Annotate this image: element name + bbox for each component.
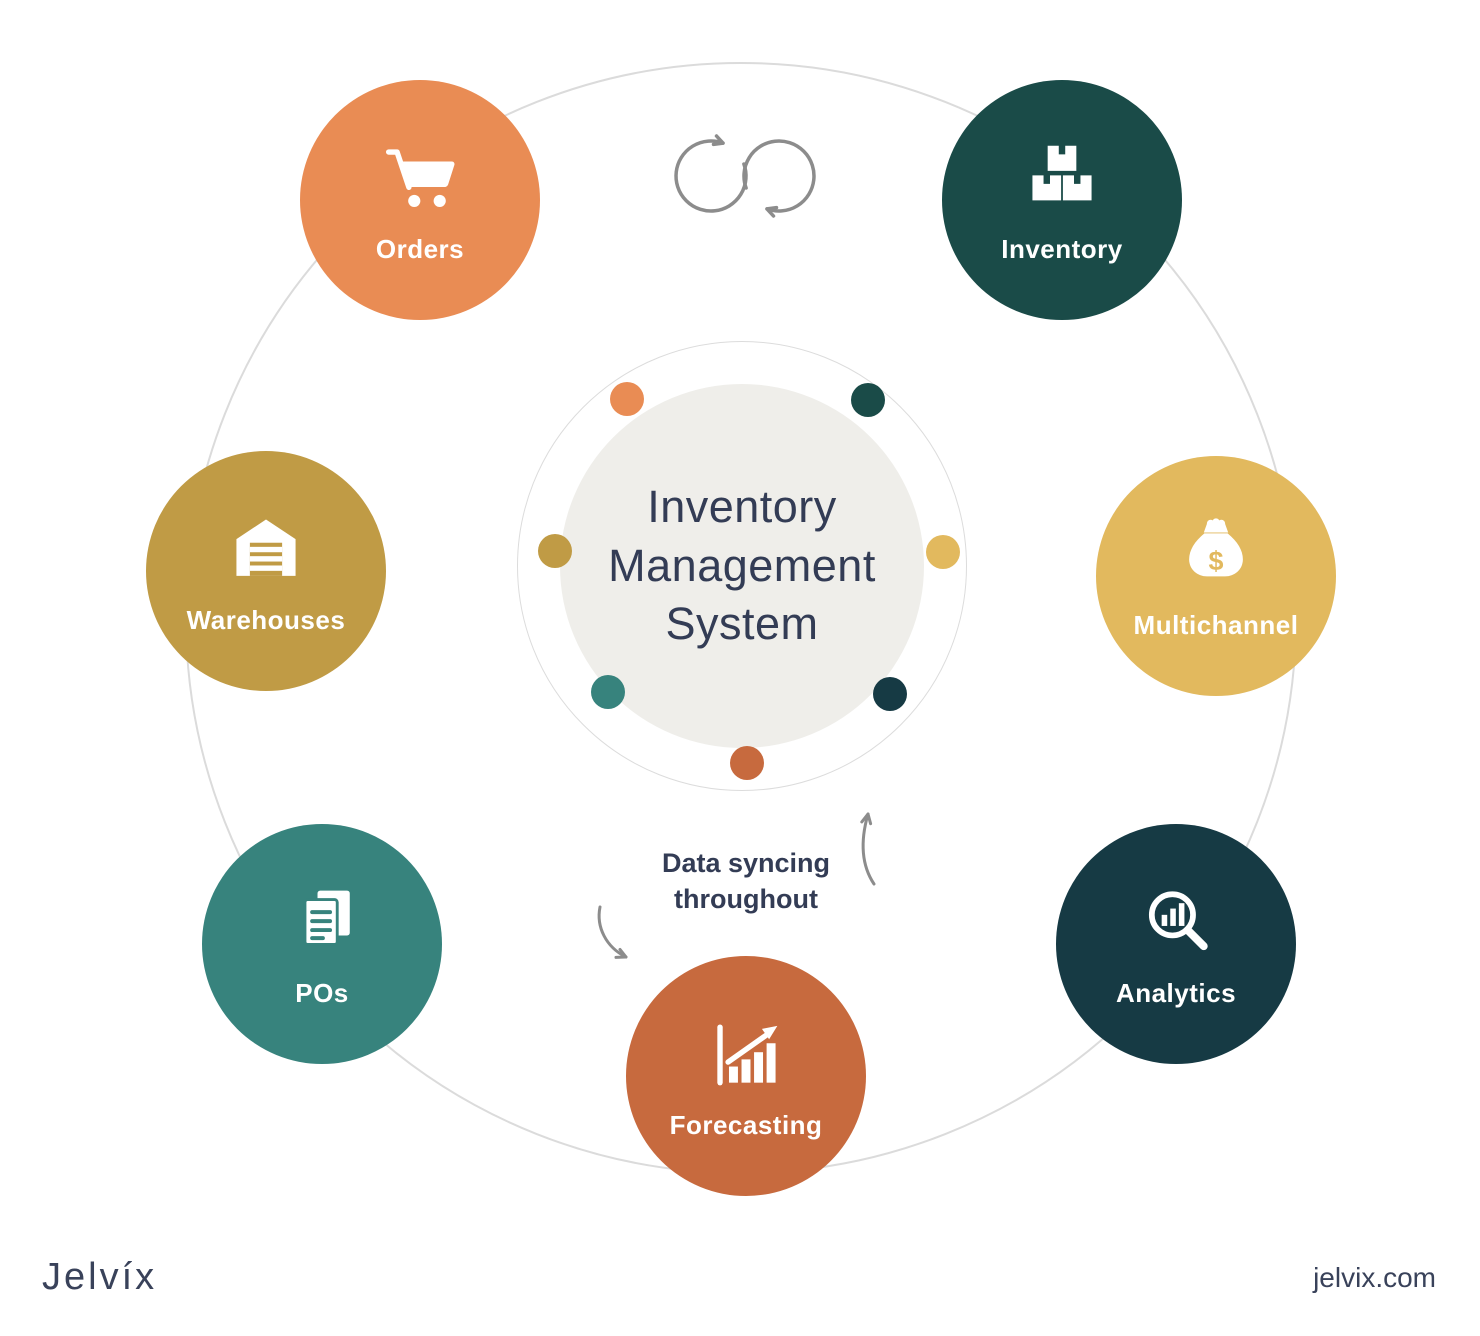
curved-arrow-up-icon — [860, 812, 876, 886]
stacked-boxes-icon — [1019, 135, 1105, 221]
jelvix-logo: Jelvíx — [42, 1256, 158, 1298]
node-label-warehouses: Warehouses — [186, 605, 346, 635]
node-inventory: Inventory — [942, 80, 1182, 320]
warehouse-icon — [223, 506, 309, 592]
orbit-dot-multichannel — [926, 535, 960, 569]
center-title-line: Inventory — [647, 481, 837, 533]
website-url: jelvix.com — [1313, 1262, 1436, 1293]
node-label-pos: POs — [295, 978, 349, 1008]
shopping-cart-icon — [377, 135, 463, 221]
node-analytics: Analytics — [1056, 824, 1296, 1064]
node-label-orders: Orders — [375, 234, 465, 264]
node-orders: Orders — [300, 80, 540, 320]
node-label-analytics: Analytics — [1115, 978, 1237, 1008]
center-title-line: Management — [608, 539, 876, 591]
node-label-multichannel: Multichannel — [1133, 610, 1299, 640]
orbit-dot-analytics — [873, 677, 907, 711]
node-forecasting: Forecasting — [626, 956, 866, 1196]
bar-chart-arrow-icon — [703, 1011, 789, 1097]
orbit-dot-warehouses — [538, 534, 572, 568]
node-pos: POs — [202, 824, 442, 1064]
node-label-forecasting: Forecasting — [669, 1110, 823, 1140]
data-syncing-note-line: Data syncing — [661, 848, 831, 878]
data-syncing-note-line: throughout — [674, 883, 818, 914]
orbit-dot-inventory — [851, 383, 885, 417]
center-title: Inventory Management System — [608, 478, 876, 654]
documents-icon — [279, 879, 365, 965]
magnifier-chart-icon — [1133, 879, 1219, 965]
data-syncing-note: Data syncing throughout — [586, 846, 906, 917]
node-multichannel: $ Multichannel — [1096, 456, 1336, 696]
center-title-line: System — [665, 598, 819, 650]
node-warehouses: Warehouses — [146, 451, 386, 691]
orbit-dot-forecasting — [730, 746, 764, 780]
orbit-dot-pos — [591, 675, 625, 709]
node-label-inventory: Inventory — [1001, 234, 1123, 264]
curved-arrow-down-icon — [597, 905, 628, 959]
money-bag-icon: $ — [1173, 511, 1259, 597]
svg-text:$: $ — [1209, 546, 1224, 576]
orbit-dot-orders — [610, 382, 644, 416]
sync-icon — [674, 134, 816, 218]
